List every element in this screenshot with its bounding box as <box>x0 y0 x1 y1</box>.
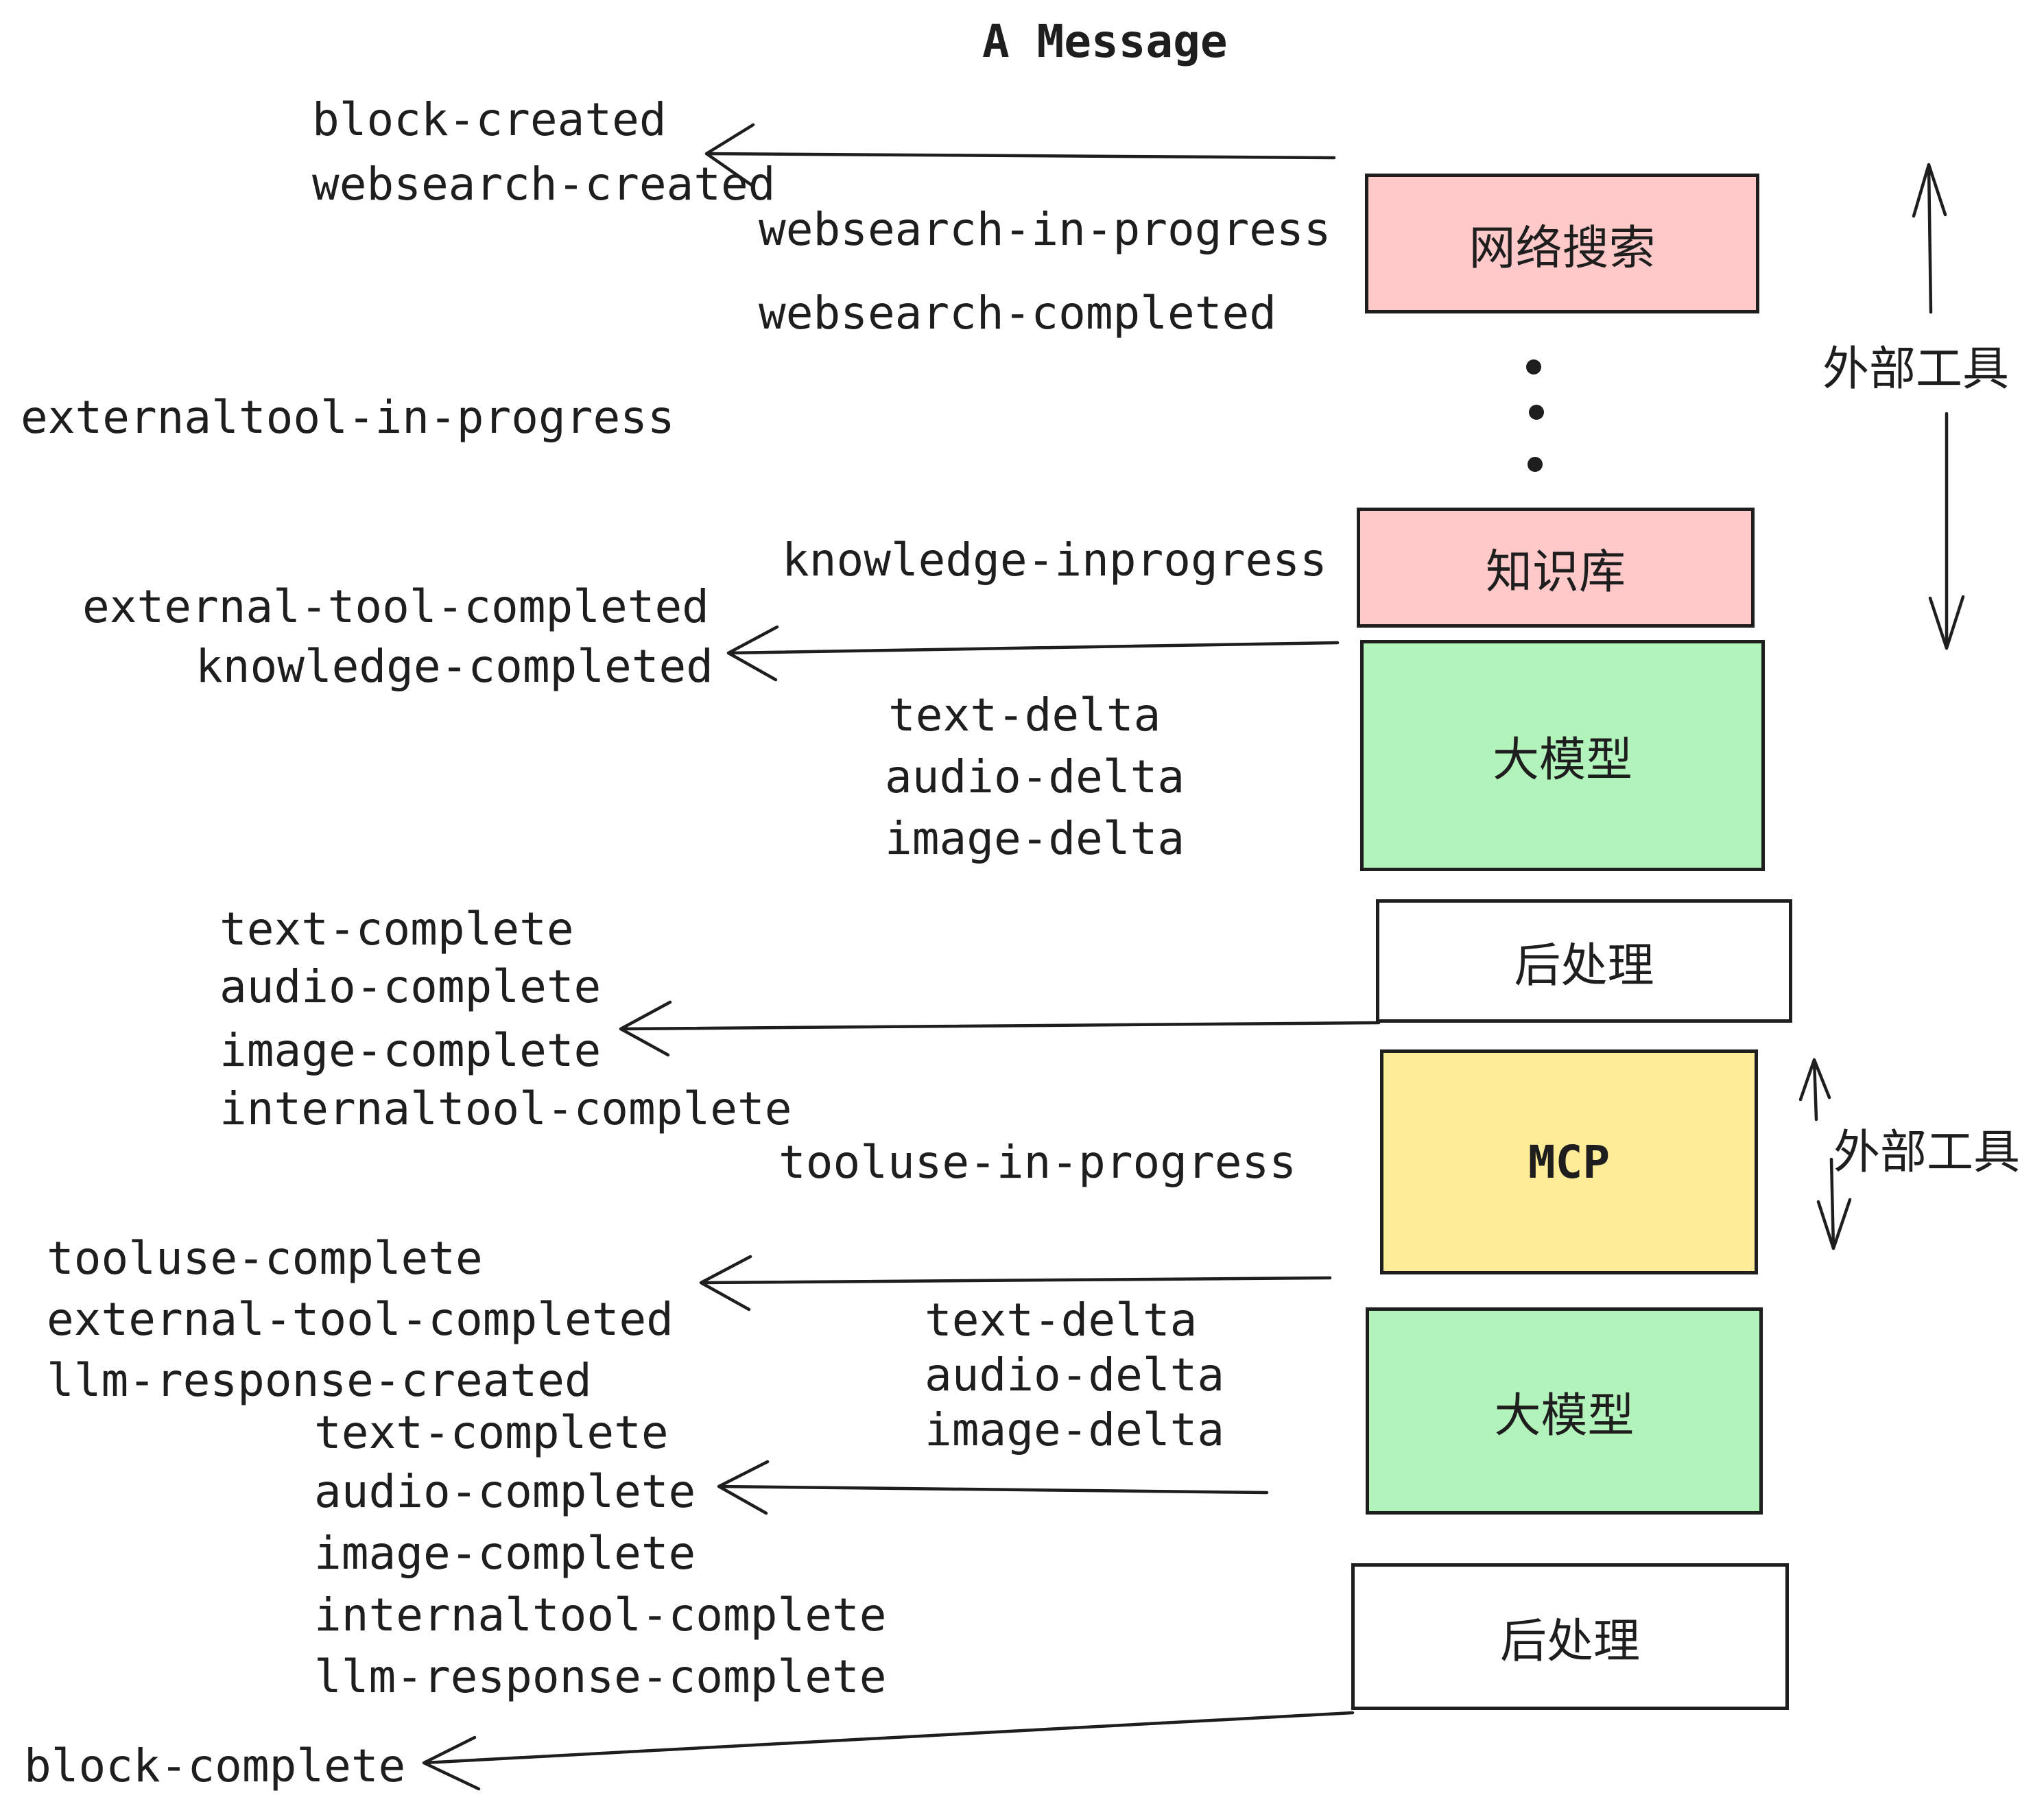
event-block-complete: block-complete <box>24 1740 406 1792</box>
event-audio-delta-1: audio-delta <box>885 750 1185 803</box>
box-postprocess-1-label: 后处理 <box>1514 938 1654 993</box>
event-websearch-completed: websearch-completed <box>759 287 1276 340</box>
box-knowledge: 知识库 <box>1357 508 1755 628</box>
event-audio-complete-1: audio-complete <box>219 960 602 1013</box>
arrow-to-audio-complete-2 <box>717 1460 1269 1515</box>
event-external-tool-completed-1: external-tool-completed <box>82 580 709 633</box>
box-llm-1: 大模型 <box>1360 640 1765 871</box>
box-websearch-label: 网络搜索 <box>1469 221 1656 276</box>
arrow-to-image-complete <box>619 1000 1381 1057</box>
box-postprocess-1: 后处理 <box>1376 899 1792 1023</box>
mcp-external-arrow-up <box>1798 1058 1831 1121</box>
event-audio-complete-2: audio-complete <box>314 1465 696 1518</box>
box-postprocess-2-label: 后处理 <box>1499 1614 1640 1669</box>
event-internaltool-complete-1: internaltool-complete <box>219 1082 792 1135</box>
box-knowledge-label: 知识库 <box>1485 545 1626 600</box>
event-image-complete-2: image-complete <box>314 1527 696 1580</box>
box-llm-2-label: 大模型 <box>1494 1388 1635 1443</box>
external-tools-label-mcp: 外部工具 <box>1833 1126 2021 1180</box>
external-tools-arrow-up <box>1912 163 1947 314</box>
event-externaltool-in-progress: externaltool-in-progress <box>21 391 675 444</box>
event-websearch-in-progress: websearch-in-progress <box>759 203 1331 256</box>
event-knowledge-completed: knowledge-completed <box>195 640 713 693</box>
event-external-tool-completed-2: external-tool-completed <box>47 1293 674 1346</box>
event-internaltool-complete-2: internaltool-complete <box>314 1589 887 1641</box>
event-llm-response-complete: llm-response-complete <box>314 1650 887 1703</box>
box-llm-2: 大模型 <box>1366 1307 1763 1515</box>
event-block-created: block-created <box>312 93 667 146</box>
event-text-delta-1: text-delta <box>888 689 1161 741</box>
event-audio-delta-2: audio-delta <box>925 1349 1225 1401</box>
external-tools-arrow-down <box>1928 412 1965 650</box>
event-knowledge-inprogress: knowledge-inprogress <box>782 534 1327 586</box>
event-text-delta-2: text-delta <box>925 1294 1198 1346</box>
event-image-delta-2: image-delta <box>925 1403 1225 1456</box>
box-llm-1-label: 大模型 <box>1492 733 1632 787</box>
event-image-complete-1: image-complete <box>219 1024 602 1077</box>
box-websearch: 网络搜索 <box>1365 174 1759 313</box>
event-image-delta-1: image-delta <box>885 812 1185 865</box>
event-text-complete-2: text-complete <box>314 1406 669 1459</box>
arrow-to-block-complete <box>422 1711 1355 1791</box>
event-text-complete-1: text-complete <box>219 903 574 956</box>
event-tooluse-in-progress: tooluse-in-progress <box>779 1136 1296 1189</box>
external-tools-label-top: 外部工具 <box>1822 342 2010 396</box>
box-postprocess-2: 后处理 <box>1351 1563 1789 1710</box>
event-tooluse-complete: tooluse-complete <box>47 1232 483 1285</box>
arrow-to-block-created <box>704 123 1336 187</box>
event-llm-response-created: llm-response-created <box>47 1354 592 1407</box>
box-mcp: MCP <box>1380 1049 1758 1274</box>
box-mcp-label: MCP <box>1528 1135 1611 1189</box>
diagram-title: A Message <box>982 15 1228 68</box>
ellipsis-dots <box>1526 359 1544 472</box>
event-websearch-created: websearch-created <box>312 158 776 211</box>
arrow-to-knowledge-completed <box>726 625 1340 682</box>
